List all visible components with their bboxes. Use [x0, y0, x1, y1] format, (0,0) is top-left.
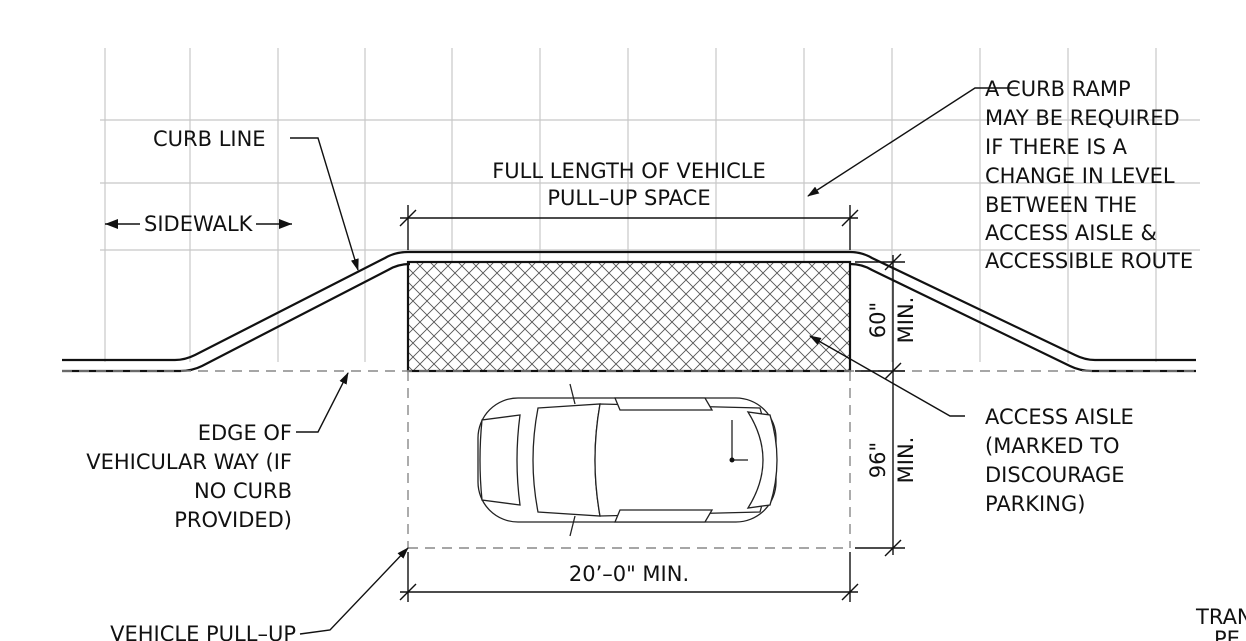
curb-ramp-note-line6: ACCESS AISLE & [985, 221, 1157, 245]
twenty-foot-dimension [399, 552, 859, 602]
access-aisle-label-line3: DISCOURAGE [985, 463, 1125, 487]
sidewalk-label: SIDEWALK [144, 212, 254, 236]
leader-lines [105, 87, 1018, 635]
curb-ramp-note-line4: CHANGE IN LEVEL [985, 164, 1175, 188]
full-length-dimension [399, 205, 859, 250]
curb-line-label: CURB LINE [153, 127, 266, 151]
edge-label-line4: PROVIDED) [174, 508, 292, 532]
edge-label-line2: VEHICULAR WAY (IF [86, 450, 292, 474]
edge-label-line3: NO CURB [194, 479, 292, 503]
dim-96-label: 96" [866, 442, 890, 478]
access-aisle-label-line1: ACCESS AISLE [985, 405, 1134, 429]
vertical-dimensions [855, 253, 905, 557]
access-aisle-label-line4: PARKING) [985, 492, 1085, 516]
access-aisle-label-line2: (MARKED TO [985, 434, 1120, 458]
dim-96-min-label: MIN. [894, 437, 918, 484]
access-aisle-area [406, 260, 852, 373]
dim-60-label: 60" [866, 302, 890, 338]
trans-partial-label-2: PE [1214, 627, 1240, 641]
dim-60-min-label: MIN. [894, 297, 918, 344]
sidewalk-grid [100, 48, 1200, 362]
vehicle-space-outline [62, 370, 1196, 549]
edge-label-line1: EDGE OF [198, 421, 292, 445]
full-length-label-line1: FULL LENGTH OF VEHICLE [492, 159, 766, 183]
vehicle-pullup-label: VEHICLE PULL–UP [110, 622, 296, 641]
full-length-label-line2: PULL–UP SPACE [547, 186, 710, 210]
trans-partial-label: TRAN [1195, 605, 1246, 629]
curb-ramp-note-line1: A CURB RAMP [985, 77, 1131, 101]
curb-ramp-note-line2: MAY BE REQUIRED [985, 106, 1180, 130]
dim-20-label: 20’–0" MIN. [569, 562, 689, 586]
car-illustration [477, 383, 778, 537]
curb-ramp-note-line5: BETWEEN THE [985, 193, 1137, 217]
curb-ramp-note-line3: IF THERE IS A [985, 135, 1128, 159]
curb-ramp-note-line7: ACCESSIBLE ROUTE [985, 249, 1193, 273]
